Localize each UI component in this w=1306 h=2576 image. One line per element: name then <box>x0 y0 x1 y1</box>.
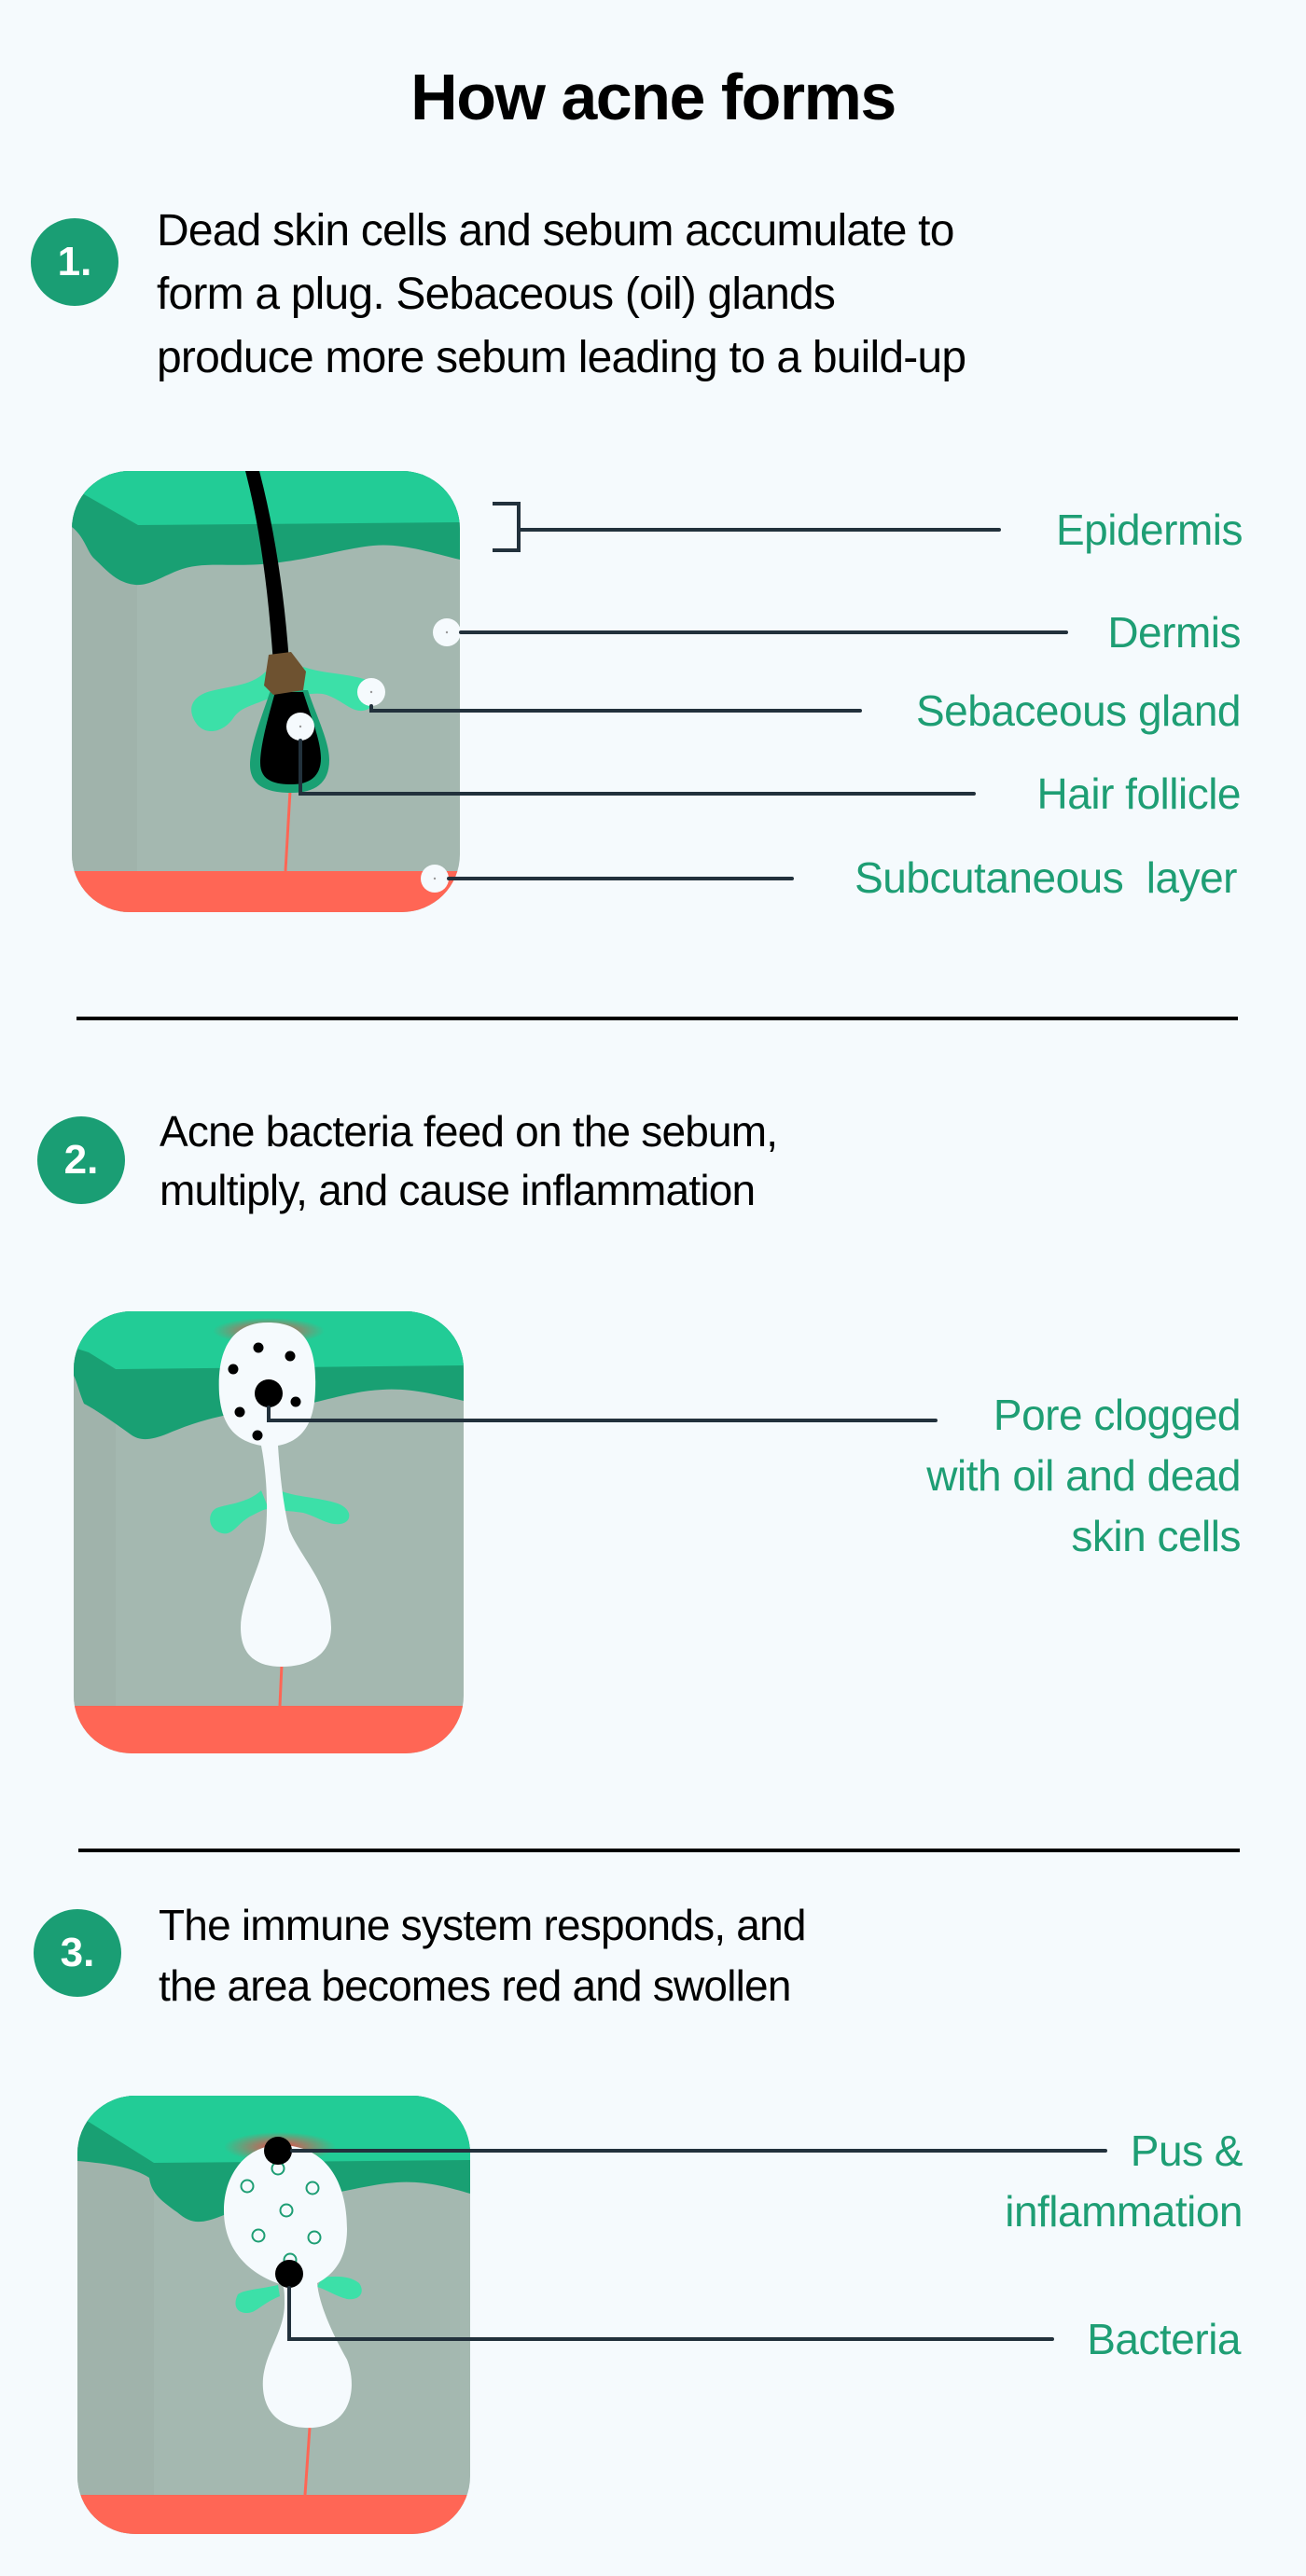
hair-root <box>264 652 306 695</box>
sebaceous-marker <box>357 678 385 706</box>
label-pus-inflammation: Pus & inflammation <box>1005 2126 1243 2236</box>
section-divider <box>78 1849 1240 1852</box>
label-sebaceous-gland: Sebaceous gland <box>915 686 1242 735</box>
step-description-line: the area becomes red and swollen <box>159 1961 791 2010</box>
pore-marker <box>255 1379 283 1407</box>
subcutaneous-marker <box>421 865 449 893</box>
white-blood-cells <box>240 2161 322 2267</box>
label-dermis: Dermis <box>1107 608 1241 657</box>
page-title: How acne forms <box>410 61 896 133</box>
subcutaneous-layer <box>72 871 460 912</box>
dermis-marker <box>433 618 461 646</box>
label-epidermis: Epidermis <box>1055 506 1243 554</box>
bacteria-marker <box>275 2260 303 2288</box>
hair-shaft <box>245 471 289 664</box>
step-description-line: form a plug. Sebaceous (oil) glands <box>157 270 836 319</box>
step-number-badge: 2. <box>37 1116 125 1204</box>
label-bacteria: Bacteria <box>1087 2315 1241 2363</box>
skin-diagram-normal <box>0 0 1306 933</box>
clogged-pore <box>218 1323 331 1667</box>
label-subcutaneous-layer: Subcutaneous layer <box>854 853 1237 902</box>
step-description: The immune system responds, and the area… <box>159 1895 806 2016</box>
section-divider <box>76 1017 1238 1020</box>
pus-marker <box>264 2137 292 2165</box>
step-description: Acne bacteria feed on the sebum, multipl… <box>160 1102 778 1220</box>
step-number-badge: 3. <box>34 1909 121 1997</box>
step-description-line: Dead skin cells and sebum accumulate to <box>157 206 954 256</box>
label-clogged-pore: Pore clogged with oil and dead skin cell… <box>926 1391 1241 1560</box>
step-description-line: The immune system responds, and <box>159 1901 806 1949</box>
epidermis-bracket <box>493 502 521 552</box>
step-description-line: produce more sebum leading to a build-up <box>157 333 966 382</box>
label-hair-follicle: Hair follicle <box>1036 769 1242 818</box>
dead-skin-cells <box>228 1342 301 1441</box>
follicle-marker <box>286 713 314 741</box>
step-description: Dead skin cells and sebum accumulate to … <box>157 200 966 390</box>
skin-diagram-clogged-pore <box>74 1311 938 1753</box>
step-description-line: Acne bacteria feed on the sebum, <box>160 1107 778 1156</box>
step-number-badge: 1. <box>31 218 118 306</box>
step-description-line: multiply, and cause inflammation <box>160 1166 756 1214</box>
sebaceous-gland <box>191 672 271 732</box>
